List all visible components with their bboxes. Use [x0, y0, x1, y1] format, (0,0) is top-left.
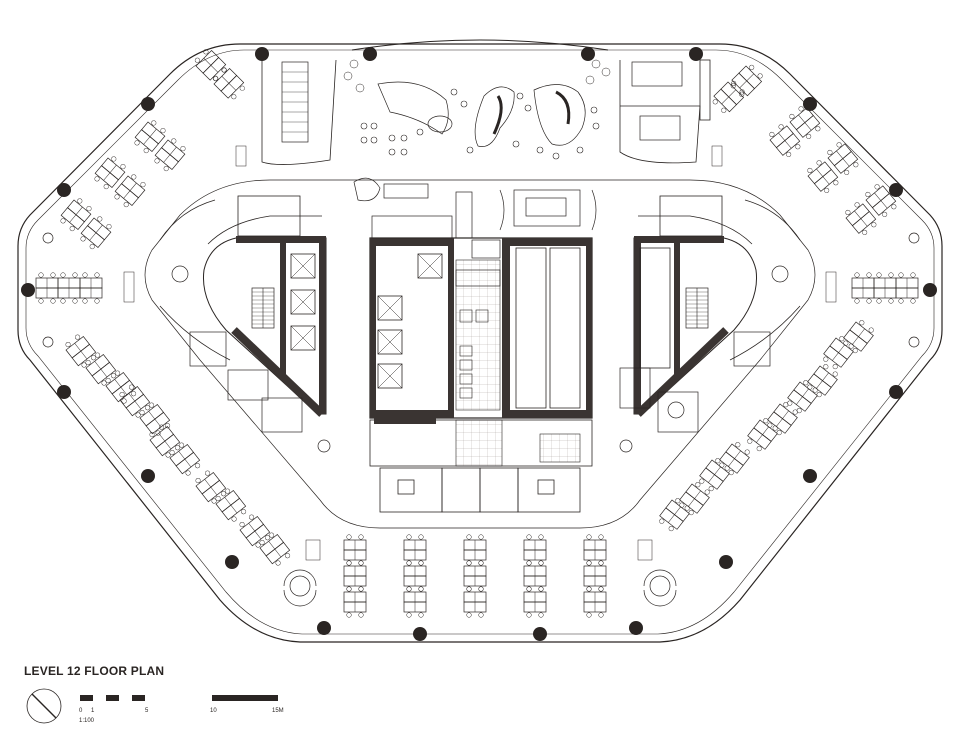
column-icon [923, 283, 937, 297]
column-icon [255, 47, 269, 61]
central-core [369, 191, 593, 513]
column-icon [533, 627, 547, 641]
east-workstations [656, 61, 919, 534]
scale-tick-5: 5 [145, 708, 149, 714]
south-workstations [343, 534, 607, 618]
column-icon [803, 469, 817, 483]
column-icon [57, 385, 71, 399]
column-icon [889, 385, 903, 399]
column-icon [317, 621, 331, 635]
circulation-ring [144, 179, 816, 529]
columns [21, 47, 937, 641]
column-icon [629, 621, 643, 635]
north-arrow-icon [26, 688, 62, 724]
lift-icon [377, 363, 403, 389]
column-icon [141, 97, 155, 111]
breakout-furniture [42, 145, 920, 607]
west-workstations [35, 46, 294, 569]
stair-icon [685, 287, 709, 329]
building-envelope [17, 39, 943, 643]
stair-icon [251, 287, 275, 329]
column-icon [225, 555, 239, 569]
scale-tick-1: 1 [91, 708, 95, 714]
scale-tick-15m: 15M [272, 708, 284, 714]
scale-bar: 0 1 5 10 15M 1:100 [79, 695, 284, 724]
column-icon [57, 183, 71, 197]
breakout-lounge [343, 59, 611, 231]
column-icon [413, 627, 427, 641]
lift-icon [290, 289, 316, 315]
column-icon [803, 97, 817, 111]
west-core [159, 195, 327, 433]
column-icon [363, 47, 377, 61]
column-icon [21, 283, 35, 297]
scale-tick-10: 10 [210, 708, 217, 714]
north-meeting-rooms [261, 59, 711, 165]
lift-icon [290, 253, 316, 279]
scale-ratio: 1:100 [79, 718, 95, 724]
lift-icon [377, 329, 403, 355]
column-icon [889, 183, 903, 197]
scale-tick-0: 0 [79, 708, 83, 714]
column-icon [141, 469, 155, 483]
plan-title: LEVEL 12 FLOOR PLAN [24, 664, 165, 678]
column-icon [689, 47, 703, 61]
column-icon [581, 47, 595, 61]
east-core [619, 195, 801, 433]
lift-icon [290, 325, 316, 351]
lift-icon [377, 295, 403, 321]
plant-icon [343, 59, 611, 93]
column-icon [719, 555, 733, 569]
lift-icon [417, 253, 443, 279]
